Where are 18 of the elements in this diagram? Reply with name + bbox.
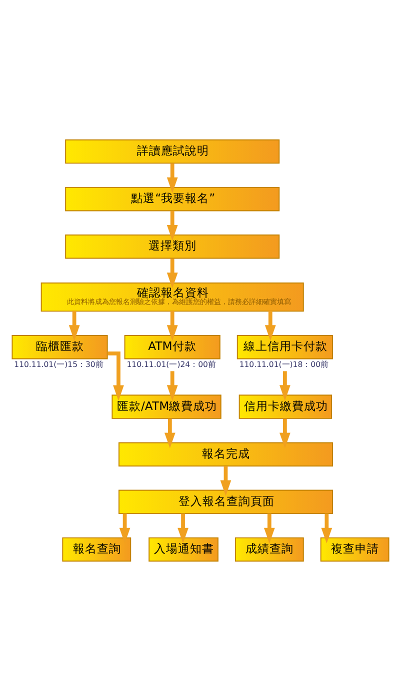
arrow xyxy=(264,310,276,340)
arrow xyxy=(280,370,290,400)
arrow xyxy=(166,258,178,288)
node-label: 110.11.01(一)24：00前 xyxy=(126,359,216,368)
arrow xyxy=(321,513,332,543)
arrow xyxy=(166,310,178,340)
arrow xyxy=(220,466,232,496)
node-label: 110.11.01(一)18：00前 xyxy=(239,359,329,368)
arrow xyxy=(178,513,188,543)
arrow xyxy=(264,513,275,543)
arrow xyxy=(166,210,178,240)
arrow xyxy=(166,162,178,193)
arrow xyxy=(68,310,80,340)
arrow xyxy=(280,418,290,448)
arrow xyxy=(164,418,176,448)
node-label: 110.11.01(一)15：30前 xyxy=(14,359,104,368)
arrow xyxy=(107,350,124,400)
arrow xyxy=(166,370,178,400)
